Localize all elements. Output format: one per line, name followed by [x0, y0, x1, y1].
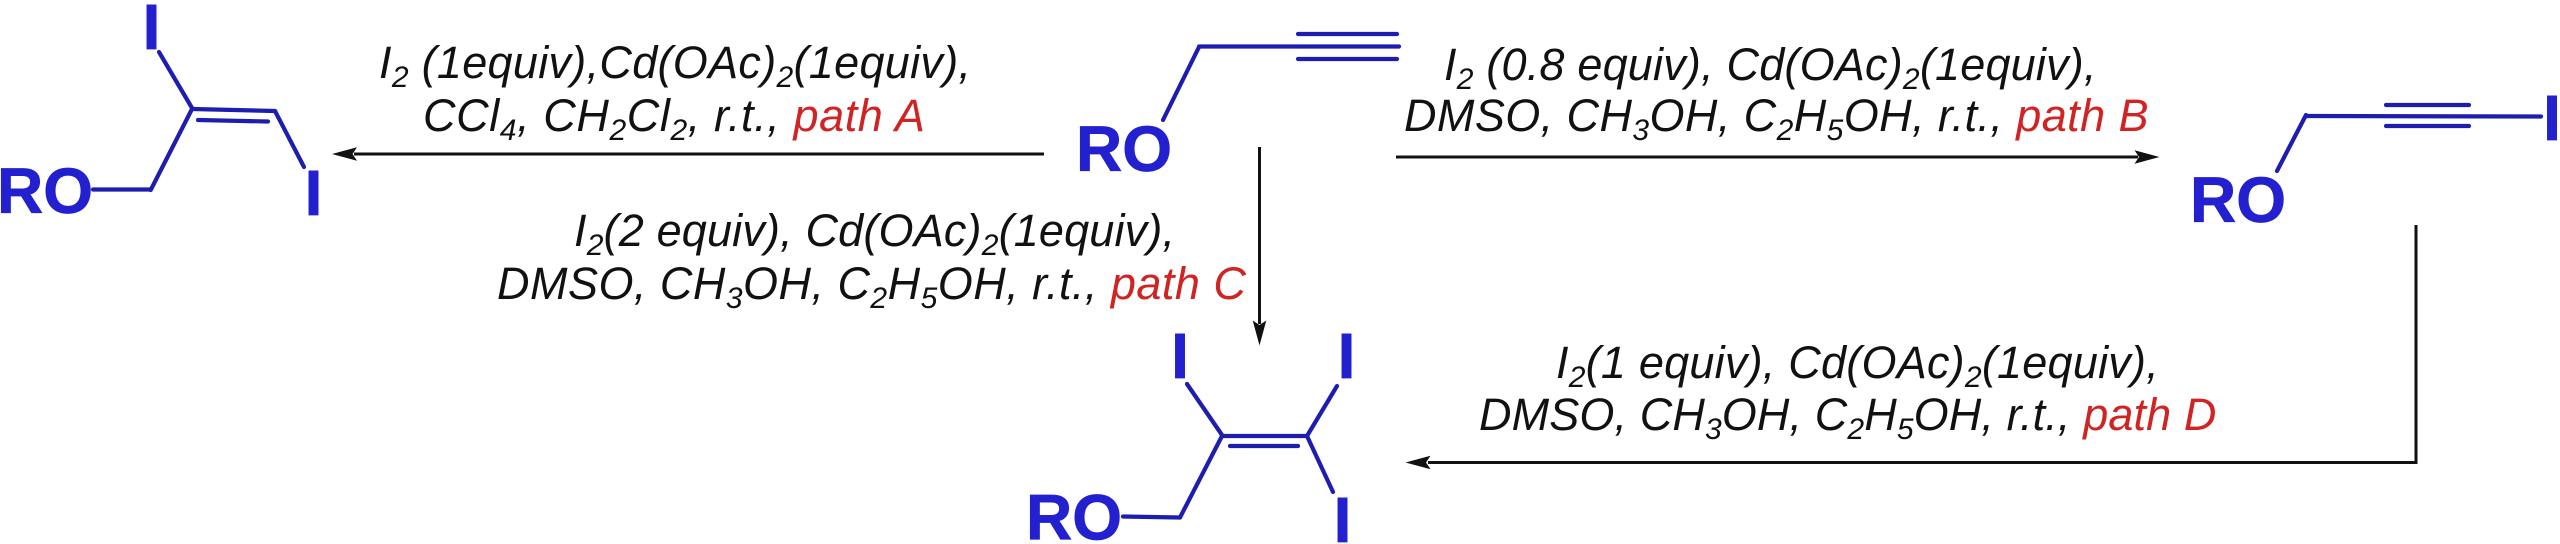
svg-text:I: I	[1338, 320, 1356, 392]
svg-text:I2(1 equiv), Cd(OAc)2(1equiv),: I2(1 equiv), Cd(OAc)2(1equiv),	[1556, 337, 2159, 394]
svg-text:RO: RO	[2190, 164, 2286, 236]
svg-text:RO: RO	[1076, 113, 1172, 185]
svg-text:RO: RO	[0, 155, 93, 227]
svg-text:I: I	[1171, 320, 1189, 392]
svg-text:I2(2 equiv), Cd(OAc)2(1equiv),: I2(2 equiv), Cd(OAc)2(1equiv),	[574, 205, 1175, 262]
svg-text:I: I	[305, 157, 323, 229]
svg-text:I: I	[1334, 484, 1352, 544]
svg-text:CCl4, CH2Cl2, r.t., path A: CCl4, CH2Cl2, r.t., path A	[423, 90, 925, 147]
svg-text:I: I	[2543, 82, 2560, 154]
svg-text:I2 (0.8 equiv), Cd(OAc)2(1equi: I2 (0.8 equiv), Cd(OAc)2(1equiv),	[1444, 39, 2097, 96]
svg-text:RO: RO	[1026, 482, 1122, 544]
svg-text:I2 (1equiv),Cd(OAc)2(1equiv),: I2 (1equiv),Cd(OAc)2(1equiv),	[379, 37, 971, 94]
svg-text:DMSO, CH3OH, C2H5OH, r.t., pat: DMSO, CH3OH, C2H5OH, r.t., path D	[1479, 389, 2217, 446]
svg-text:I: I	[143, 0, 161, 63]
svg-text:DMSO, CH3OH, C2H5OH, r.t., pat: DMSO, CH3OH, C2H5OH, r.t., path B	[1404, 90, 2149, 147]
